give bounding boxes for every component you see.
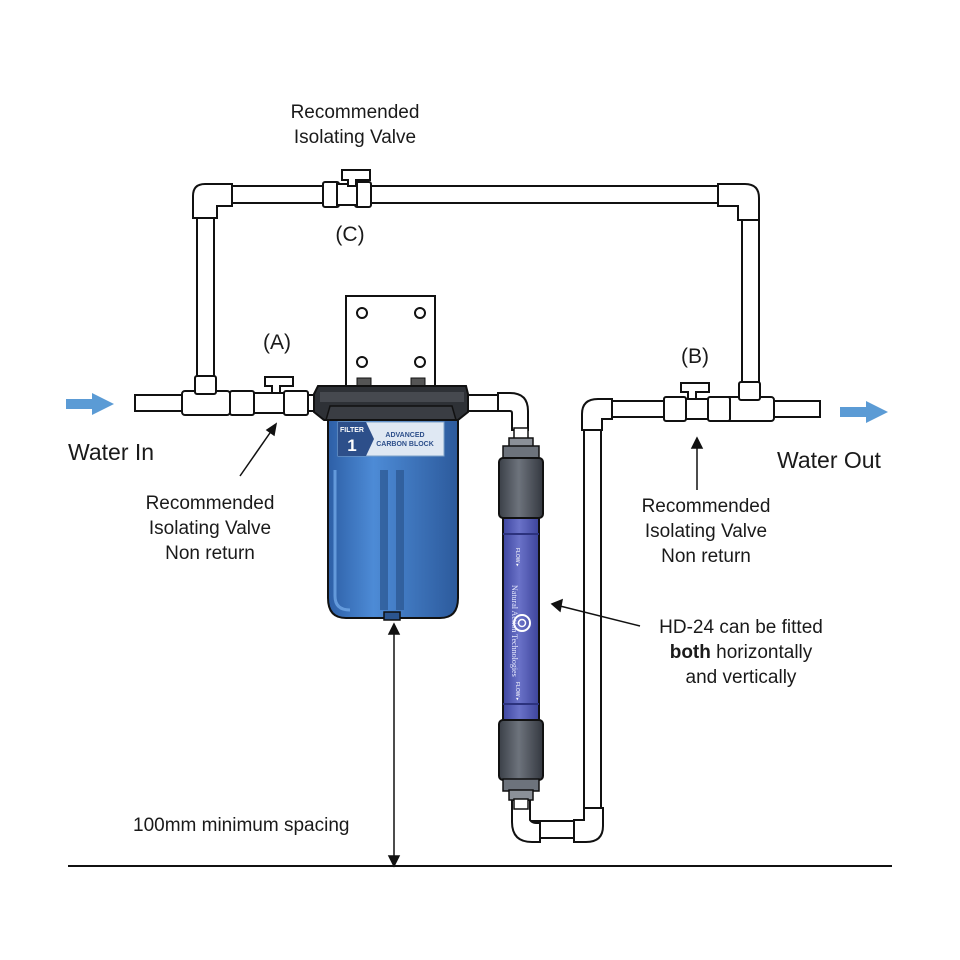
valve-a-tag: (A) xyxy=(263,331,291,354)
filter-label-number: 1 xyxy=(347,436,356,455)
valve-handles xyxy=(264,169,710,400)
hd24-note-line2: both horizontally xyxy=(636,640,846,665)
pointer-arrows xyxy=(239,422,704,868)
right-valve-label-line1: Recommended xyxy=(641,496,771,517)
water-in-label: Water In xyxy=(68,439,155,465)
unit-flow-top: FLOW ▸ xyxy=(514,548,520,567)
pipe-fittings xyxy=(181,181,775,843)
filter-label-word: FILTER xyxy=(340,427,364,434)
hd24-note-bold: both xyxy=(669,642,711,663)
top-valve-label-line2: Isolating Valve xyxy=(293,127,417,148)
top-valve-label: Recommended Isolating Valve xyxy=(255,100,455,150)
hd24-note-line2-rest: horizontally xyxy=(710,642,813,663)
left-valve-label: Recommended Isolating Valve Non return xyxy=(110,491,310,566)
spacing-label: 100mm minimum spacing xyxy=(133,815,350,836)
right-valve-label: Recommended Isolating Valve Non return xyxy=(606,494,806,569)
left-valve-label-line1: Recommended xyxy=(145,493,275,514)
right-valve-label-line3: Non return xyxy=(661,546,751,567)
water-out-label: Water Out xyxy=(777,447,881,473)
filter-product-line1: ADVANCED xyxy=(385,432,424,439)
filter-product-line2: CARBON BLOCK xyxy=(376,441,434,448)
valve-b-tag: (B) xyxy=(681,345,709,368)
hd24-note-line3: and vertically xyxy=(685,667,797,688)
left-valve-label-line3: Non return xyxy=(165,543,255,564)
unit-flow-bottom: FLOW ▸ xyxy=(514,682,520,701)
water-in-arrow xyxy=(66,393,114,415)
water-out-arrow xyxy=(840,401,888,423)
hd24-unit xyxy=(498,427,544,810)
hd24-note-line1: HD-24 can be fitted xyxy=(659,617,823,638)
right-valve-label-line2: Isolating Valve xyxy=(644,521,768,542)
left-valve-label-line2: Isolating Valve xyxy=(148,518,272,539)
valve-c-tag: (C) xyxy=(335,223,365,246)
hd24-note: HD-24 can be fitted both horizontally an… xyxy=(636,615,846,690)
unit-brand-text: Natural Action Technologies xyxy=(510,585,519,677)
filter-housing xyxy=(313,295,469,621)
top-valve-label-line1: Recommended xyxy=(290,102,420,123)
